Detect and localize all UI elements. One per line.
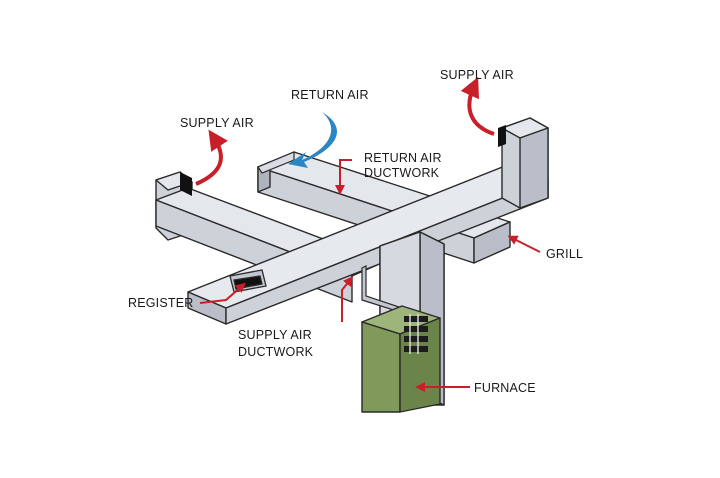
- blue-curved-arrow-icon: [288, 112, 337, 168]
- label-supply-air-left: SUPPLY AIR: [180, 116, 254, 130]
- red-leader-arrow-icon: [199, 282, 246, 304]
- red-curved-arrow-icon: [195, 129, 228, 186]
- leader-lines: [199, 159, 541, 392]
- label-supply-ductwork-2: DUCTWORK: [238, 345, 314, 359]
- supply-register-left-top: [180, 172, 192, 196]
- label-return-ductwork-2: DUCTWORK: [364, 166, 440, 180]
- red-leader-arrow-icon: [341, 276, 354, 322]
- supply-duct-right-riser: [501, 117, 549, 209]
- supply-register-right: [498, 125, 506, 147]
- label-register: REGISTER: [128, 296, 194, 310]
- label-grill: GRILL: [546, 247, 583, 261]
- red-curved-arrow-icon: [460, 76, 495, 136]
- furnace-vents: [404, 314, 428, 354]
- furnace: [361, 305, 441, 413]
- red-leader-arrow-icon: [507, 235, 541, 253]
- label-return-air: RETURN AIR: [291, 88, 369, 102]
- red-leader-arrow-icon: [335, 159, 352, 195]
- label-supply-air-right: SUPPLY AIR: [440, 68, 514, 82]
- label-supply-ductwork-1: SUPPLY AIR: [238, 328, 312, 342]
- label-return-ductwork-1: RETURN AIR: [364, 151, 442, 165]
- label-furnace: FURNACE: [474, 381, 536, 395]
